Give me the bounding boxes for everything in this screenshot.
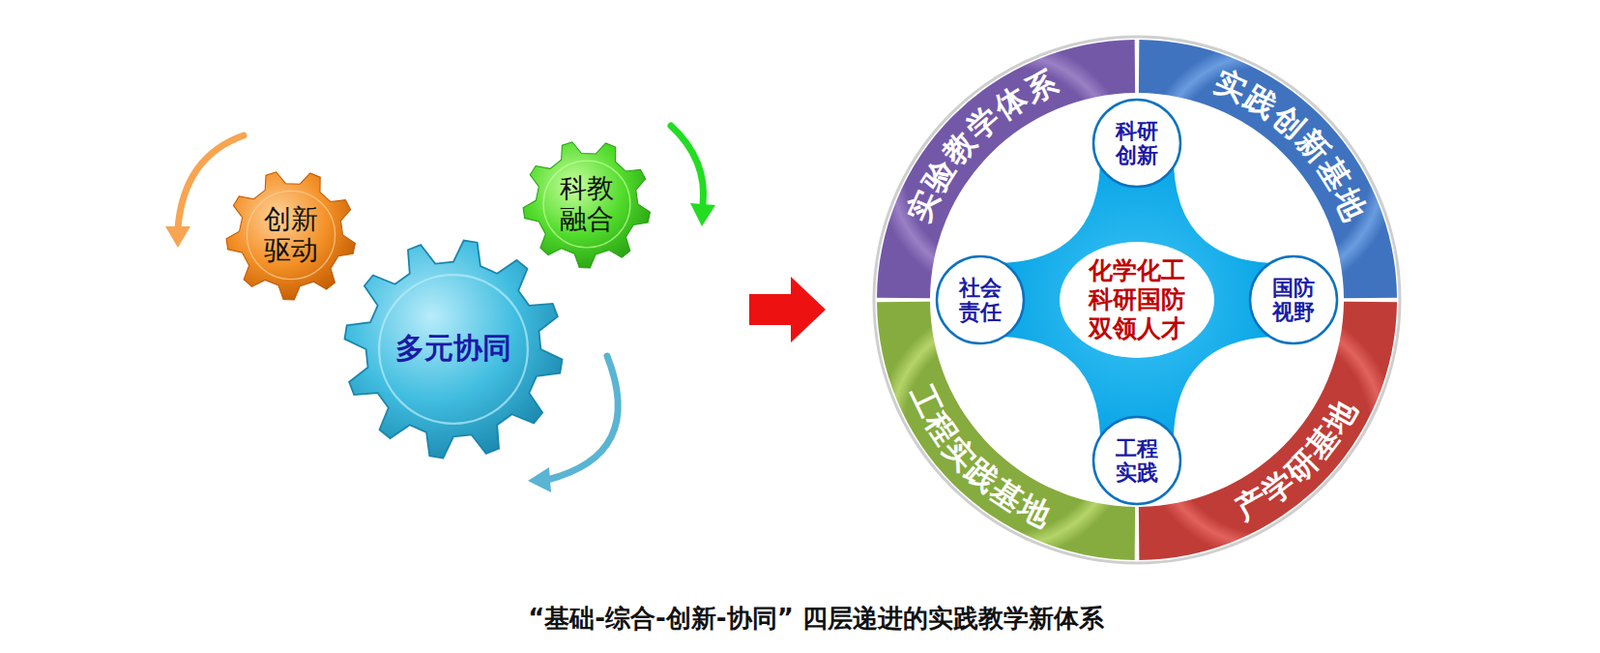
block-arrow (749, 276, 826, 343)
ring-text-holder: 实践创新基地 (1209, 61, 1375, 228)
node-label: 多元协同 (381, 332, 525, 366)
rotation-arrow (177, 135, 244, 229)
gear: 多元协同 (344, 239, 563, 459)
circle-body (1093, 416, 1181, 504)
ring-text-holder: 工程实践基地 (901, 378, 1058, 535)
value-circle: 工程 实践 (1091, 414, 1183, 506)
caption: “基础-综合-创新-协同” 四层递进的实践教学新体系 (527, 601, 1105, 636)
circle-body (936, 256, 1024, 344)
ring-label: 实验教学体系 (899, 61, 1065, 228)
ring-text-holder: 实验教学体系 (899, 61, 1065, 228)
circle-body (1250, 256, 1338, 344)
arrow-head (527, 466, 552, 493)
center-ellipse (1059, 241, 1215, 358)
gear-body (344, 239, 562, 458)
gear-rim (246, 190, 335, 279)
node-label: 科教融合 (555, 173, 618, 235)
gear-body (226, 172, 355, 300)
node-label: 化学化工 科研国防 双领人才 (1084, 256, 1190, 344)
ring-label: 工程实践基地 (901, 378, 1058, 535)
value-circle: 社会 责任 (934, 254, 1026, 346)
node-label: 科研 创新 (1112, 118, 1163, 169)
ring-label: 产学研基地 (1227, 391, 1365, 528)
gear-body (523, 142, 650, 268)
node-label: 国防 视野 (1269, 275, 1319, 325)
rotation-arrow (670, 125, 704, 205)
gear-rim (543, 160, 631, 248)
node-label: 社会 责任 (956, 275, 1006, 325)
arrow-head (690, 203, 716, 227)
ring-text-holder: 产学研基地 (1227, 391, 1365, 528)
star-body (1001, 164, 1273, 436)
value-circle: 国防 视野 (1248, 254, 1339, 346)
node-label: 创新驱动 (260, 203, 322, 266)
circle-body (1093, 99, 1181, 187)
gear-rim (378, 274, 528, 424)
ring-shadow (873, 36, 1400, 563)
arrow-head (165, 226, 191, 248)
center-star: 化学化工 科研国防 双领人才科研 创新国防 视野工程 实践社会 责任 (962, 125, 1311, 474)
gear: 创新驱动 (226, 170, 356, 300)
gear: 科教融合 (523, 140, 651, 268)
node-label: 工程 实践 (1112, 436, 1163, 486)
ring-label: 实践创新基地 (1209, 61, 1375, 228)
rotation-arrow (547, 355, 618, 480)
value-circle: 科研 创新 (1091, 97, 1183, 189)
